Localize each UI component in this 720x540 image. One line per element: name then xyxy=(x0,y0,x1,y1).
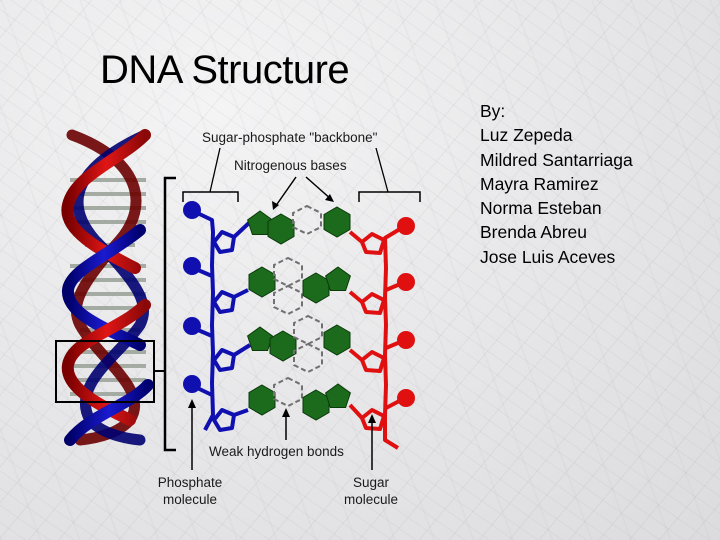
author-name: Mildred Santarriaga xyxy=(480,149,633,170)
backbone-label: Sugar-phosphate "backbone" xyxy=(202,130,378,145)
author-name: Mayra Ramirez xyxy=(480,173,599,194)
nitrogenous-bases-label: Nitrogenous bases xyxy=(234,158,347,173)
double-helix-illustration xyxy=(55,129,165,446)
phosphate-label-line1: Phosphate xyxy=(158,475,223,490)
sugar-label-line2: molecule xyxy=(344,492,398,507)
right-backbone-strand xyxy=(348,224,407,450)
left-backbone-strand xyxy=(190,208,252,432)
hydrogen-bonds-label: Weak hydrogen bonds xyxy=(209,444,344,459)
base-pair xyxy=(248,377,351,421)
base-pair xyxy=(248,257,351,315)
base-pair xyxy=(247,205,351,245)
slide-title: DNA Structure xyxy=(100,48,350,92)
authors-list: By: Luz Zepeda Mildred Santarriaga Mayra… xyxy=(480,99,633,269)
base-pair xyxy=(247,315,351,373)
zoom-bracket xyxy=(163,176,176,452)
phosphate-label-line2: molecule xyxy=(163,492,217,507)
author-name: Brenda Abreu xyxy=(480,222,588,243)
author-name: Jose Luis Aceves xyxy=(480,246,616,267)
authors-heading: By: xyxy=(480,101,506,121)
author-name: Norma Esteban xyxy=(480,198,602,219)
author-name: Luz Zepeda xyxy=(480,125,573,146)
sugar-label-line1: Sugar xyxy=(353,475,390,490)
